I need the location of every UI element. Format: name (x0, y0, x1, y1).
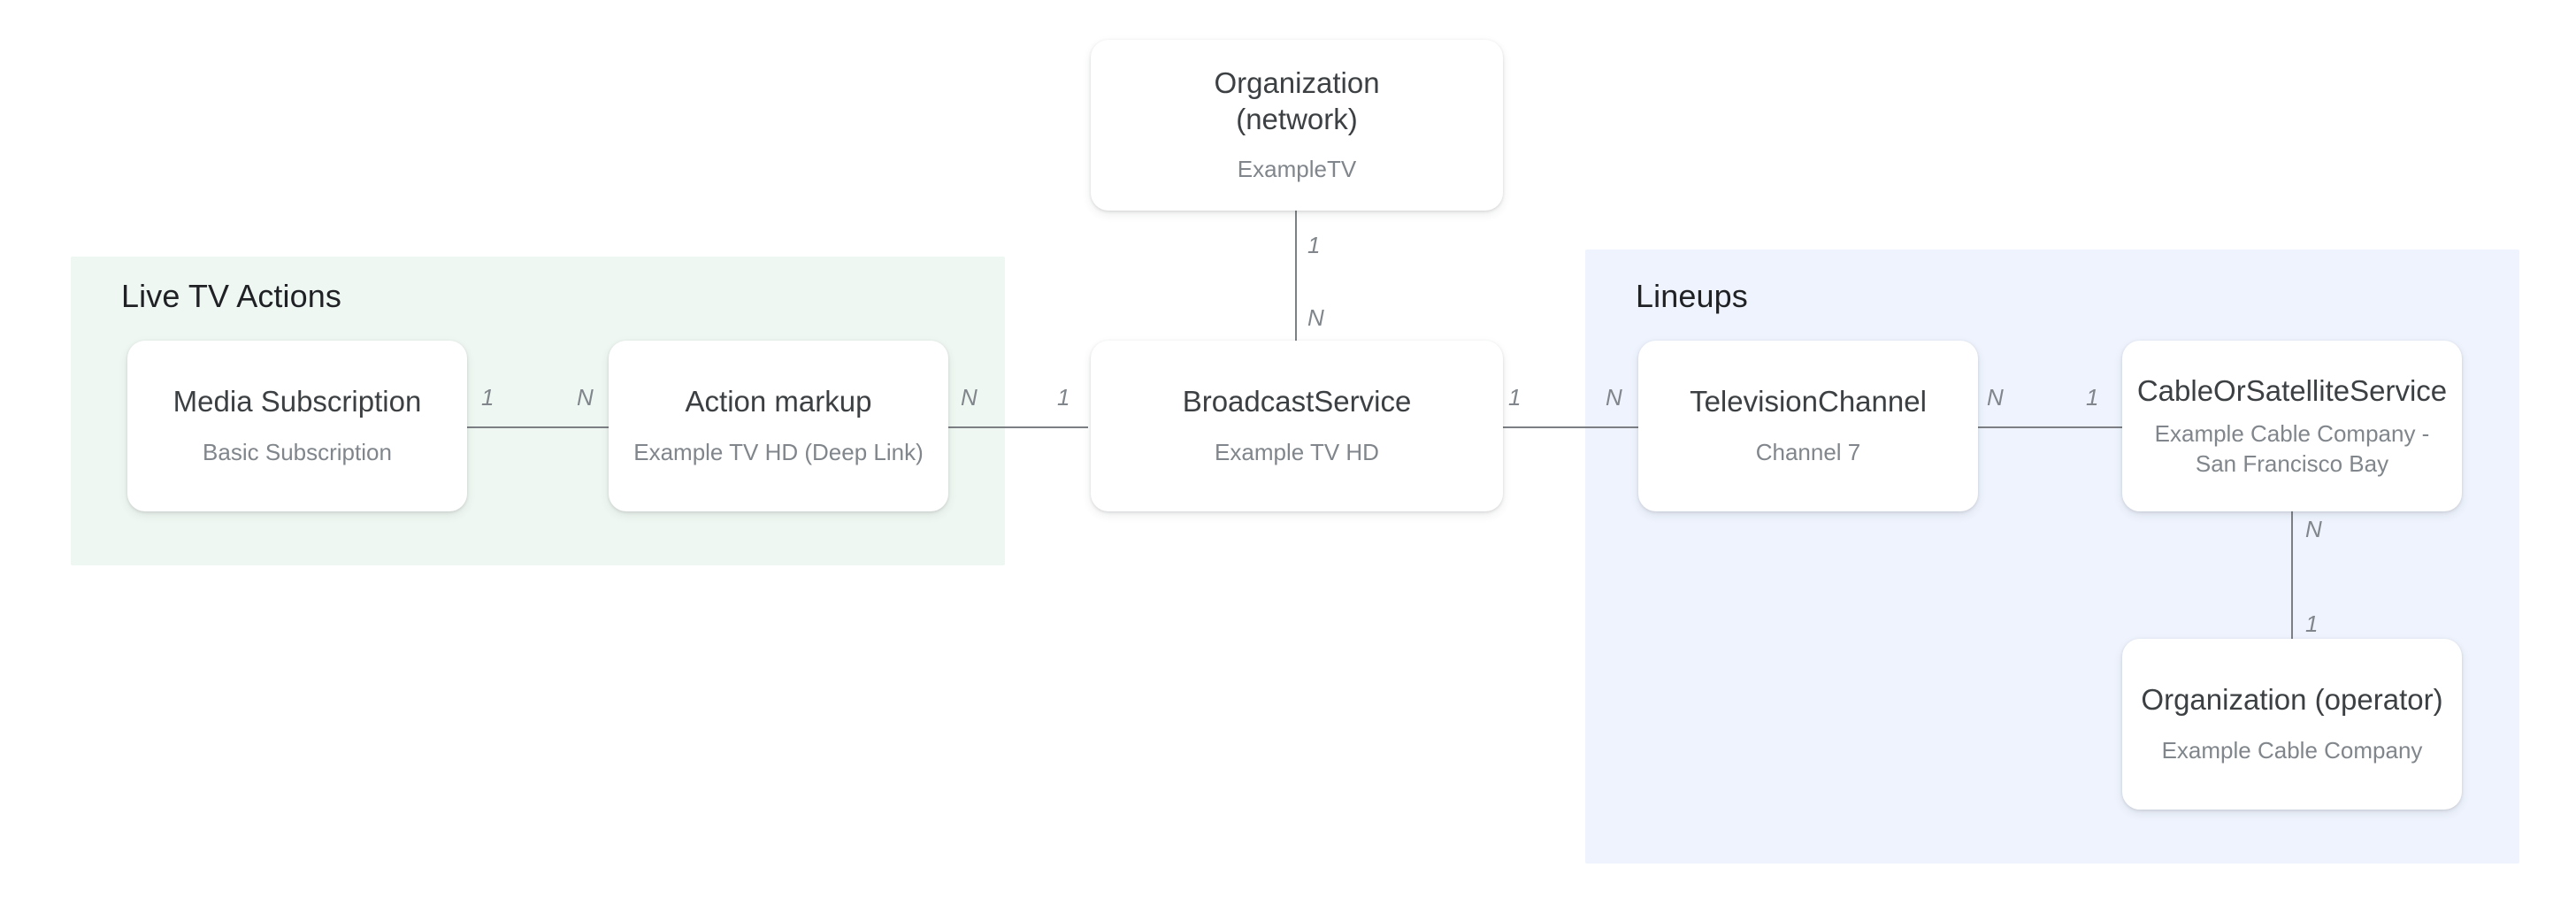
edge-label-television-channel-n-left: N (1606, 384, 1622, 411)
edge-label-action-markup-n-left: N (577, 384, 594, 411)
group-title-lineups: Lineups (1636, 278, 1748, 314)
node-title-organization-network: Organization (network) (1214, 66, 1380, 135)
node-title-media-subscription: Media Subscription (172, 385, 422, 418)
node-organization-operator[interactable]: Organization (operator) Example Cable Co… (2122, 639, 2462, 810)
node-title-broadcast-service: BroadcastService (1182, 385, 1412, 418)
node-subtitle-media-subscription: Basic Subscription (203, 438, 392, 465)
node-television-channel[interactable]: TelevisionChannel Channel 7 (1638, 341, 1978, 511)
node-subtitle-broadcast-service: Example TV HD (1215, 438, 1379, 465)
edge-broadcast-service-to-television-channel (1493, 426, 1638, 428)
edge-label-cable-or-satellite-service-n: N (2305, 516, 2322, 542)
edge-cable-or-satellite-service-to-organization-operator (2291, 511, 2293, 641)
node-action-markup[interactable]: Action markup Example TV HD (Deep Link) (609, 341, 948, 511)
edge-label-broadcast-service-1-left: 1 (1057, 384, 1070, 411)
node-title-cable-or-satellite-service: CableOrSatelliteService (2136, 373, 2448, 407)
edge-television-channel-to-cable-or-satellite-service (1973, 426, 2123, 428)
node-subtitle-organization-operator: Example Cable Company (2161, 736, 2423, 764)
node-media-subscription[interactable]: Media Subscription Basic Subscription (127, 341, 467, 511)
node-organization-network[interactable]: Organization (network) ExampleTV (1091, 40, 1503, 211)
node-title-organization-operator: Organization (operator) (2141, 683, 2443, 717)
node-title-television-channel: TelevisionChannel (1690, 385, 1927, 418)
node-broadcast-service[interactable]: BroadcastService Example TV HD (1091, 341, 1503, 511)
edge-organization-network-to-broadcast-service (1295, 211, 1297, 342)
node-subtitle-action-markup: Example TV HD (Deep Link) (633, 438, 924, 465)
node-cable-or-satellite-service[interactable]: CableOrSatelliteService Example Cable Co… (2122, 341, 2462, 511)
node-subtitle-cable-or-satellite-service: Example Cable Company - San Francisco Ba… (2154, 419, 2430, 477)
edge-label-action-markup-n-right: N (961, 384, 978, 411)
edge-label-broadcast-service-1-right: 1 (1508, 384, 1522, 411)
edge-action-markup-to-broadcast-service (947, 426, 1088, 428)
edge-label-organization-network-1: 1 (1307, 232, 1321, 258)
edge-label-cable-or-satellite-service-1: 1 (2086, 384, 2099, 411)
node-title-action-markup: Action markup (685, 385, 872, 418)
edge-label-organization-operator-1: 1 (2305, 610, 2319, 637)
node-subtitle-television-channel: Channel 7 (1755, 438, 1861, 465)
edge-media-subscription-to-action-markup (465, 426, 609, 428)
edge-label-media-subscription-1: 1 (481, 384, 494, 411)
group-title-live-tv-actions: Live TV Actions (121, 278, 341, 314)
edge-label-broadcast-service-n: N (1307, 304, 1324, 331)
edge-label-television-channel-n-right: N (1987, 384, 2004, 411)
node-subtitle-organization-network: ExampleTV (1237, 155, 1357, 182)
